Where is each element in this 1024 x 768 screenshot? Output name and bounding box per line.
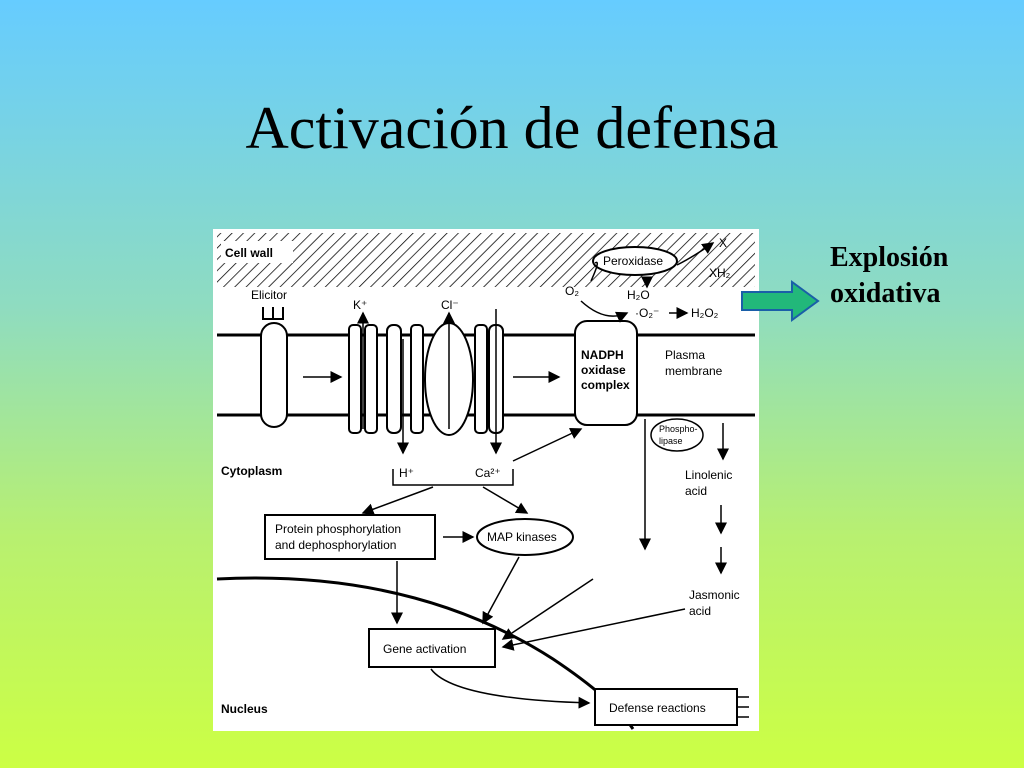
linolenic-label-2: acid: [685, 484, 707, 498]
k-channel-left: [348, 324, 362, 434]
plasma-label-1: Plasma: [665, 348, 705, 362]
nadph-label-1: NADPH: [581, 348, 624, 362]
peroxidase-enzyme: [592, 246, 678, 276]
xh2-label: XH₂: [709, 266, 731, 280]
o2-peroxidase-curve: [590, 261, 598, 282]
gene-to-defense-arrow: [430, 668, 591, 709]
gene-activation-label: Gene activation: [383, 642, 466, 656]
o2-radical-label: ·O₂⁻: [635, 306, 659, 320]
cl-channel-left: [410, 324, 424, 434]
cell-wall-label-bg: [221, 241, 293, 263]
h2o-label: H₂O: [627, 288, 650, 302]
peroxidase-x-arrow: [676, 242, 715, 266]
cytoplasm-label: Cytoplasm: [221, 464, 282, 478]
gene-activation-box: [368, 628, 496, 668]
nadph-to-gene-arrow: [501, 578, 594, 640]
o2-label: O₂: [565, 284, 579, 298]
phospholipase-label-1: Phospho-: [659, 424, 698, 434]
callout-line-1: Explosión: [830, 242, 949, 273]
x-label: X: [719, 236, 727, 250]
phospholipase-label-2: lipase: [659, 436, 683, 446]
defense-reactions-label: Defense reactions: [609, 701, 706, 715]
ion-to-protein-arrow: [361, 486, 434, 515]
nadph-label-3: complex: [581, 378, 630, 392]
diagram-canvas: Cell wall Elicitor K⁺ Cl⁻ NADPH oxidase: [216, 233, 755, 730]
k-channel-right: [364, 324, 378, 434]
defense-reactions-box: [594, 688, 738, 726]
protein-label-2: and dephosphorylation: [275, 538, 396, 552]
elicitor-label: Elicitor: [251, 288, 287, 302]
ion-to-map-arrow: [482, 486, 529, 514]
nadph-label-2: oxidase: [581, 363, 626, 377]
h-ion-label: H⁺: [399, 466, 414, 480]
protein-phosphorylation-box: [264, 514, 436, 560]
cell-wall-label: Cell wall: [225, 246, 273, 260]
cl-channel-right: [474, 324, 488, 434]
jasmonic-label-1: Jasmonic: [689, 588, 740, 602]
elicitor-symbol: [262, 307, 284, 320]
ca-ion-label: Ca²⁺: [475, 466, 501, 480]
h-channel: [386, 324, 402, 434]
peroxidase-label: Peroxidase: [603, 254, 663, 268]
map-kinases-label: MAP kinases: [487, 530, 557, 544]
defense-activation-diagram: Cell wall Elicitor K⁺ Cl⁻ NADPH oxidase: [213, 229, 759, 731]
elicitor-receptor: [260, 322, 288, 428]
plasma-label-2: membrane: [665, 364, 723, 378]
nucleus-label: Nucleus: [221, 702, 268, 716]
phospholipase-enzyme: [650, 418, 704, 452]
map-to-gene-arrow: [482, 556, 520, 625]
oxidative-burst-callout: Explosión oxidativa: [830, 240, 948, 312]
callout-line-2: oxidativa: [830, 278, 941, 309]
linolenic-label-1: Linolenic: [685, 468, 732, 482]
slide-title: Activación de defensa: [245, 95, 779, 161]
ion-bracket: [392, 469, 514, 486]
callout-arrow: [741, 280, 820, 322]
protein-label-1: Protein phosphorylation: [275, 522, 401, 536]
ca-to-nadph-arrow: [512, 428, 583, 462]
jasmonic-label-2: acid: [689, 604, 711, 618]
o2-to-radical-arrow: [580, 300, 629, 323]
nadph-oxidase-complex: [574, 320, 638, 426]
cl-ion-label: Cl⁻: [441, 298, 459, 312]
map-kinases-ellipse: [476, 518, 574, 556]
h2o2-label: H₂O₂: [691, 306, 719, 320]
k-ion-label: K⁺: [353, 298, 367, 312]
jasmonic-to-gene-arrow: [501, 608, 686, 651]
